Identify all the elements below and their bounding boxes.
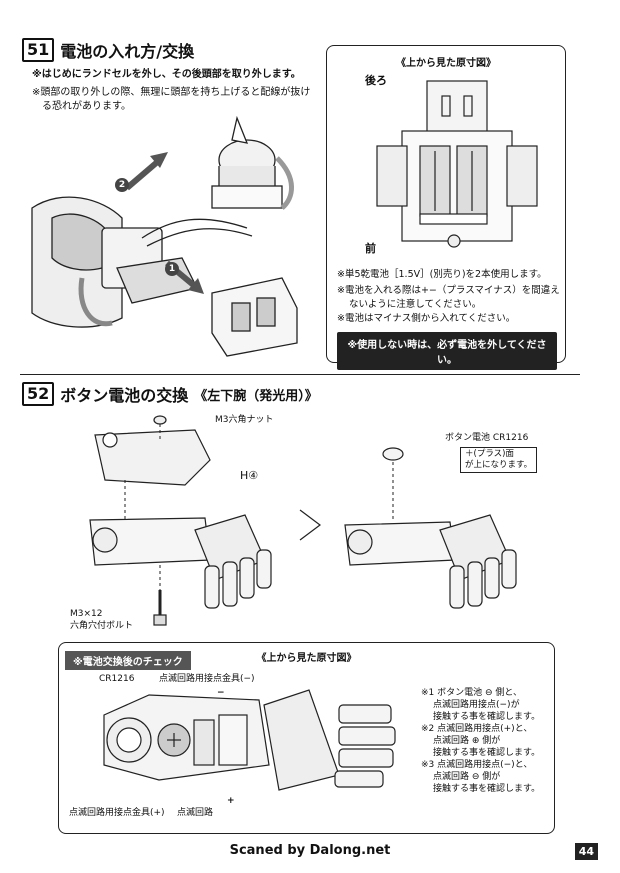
step-51-note-2: ※頭部の取り外しの際、無理に頭部を持ち上げると配線が抜け (32, 87, 311, 98)
box-note-4: ※電池はマイナス側から入れてください。 (337, 313, 516, 324)
box-note-3: ないように注意してください。 (349, 299, 482, 310)
step-subtitle: 《左下腕（発光用）》 (194, 388, 318, 404)
step-51-note-3: る恐れがあります。 (42, 101, 131, 112)
step-title: 電池の入れ方/交換 (60, 42, 195, 61)
bolt-size-label: M3×12 (70, 609, 103, 619)
battery-insertion-illustration (299, 447, 517, 609)
box-note-2: ※電池を入れる際は+−（プラスマイナス）を間違え (337, 285, 560, 296)
step-number: 51 (22, 38, 55, 62)
check-caption: 《上から見た原寸図》 (256, 653, 357, 664)
section-divider (20, 374, 580, 375)
part-h4-label: H④ (240, 469, 259, 482)
arm-top-view-diagram (103, 689, 396, 791)
plus-contact-label: 点滅回路用接点金具(+) (69, 808, 165, 818)
step-51-note-1: ※はじめにランドセルを外し、その後頭部を取り外します。 (32, 69, 301, 80)
battery-top-view-box: 《上から見た原寸図》 後ろ 前 ※単5乾電池［1.5V］(別売り)を2本使用しま… (326, 45, 566, 370)
m3-nut-label: M3六角ナット (215, 415, 274, 425)
arm-exploded-illustration (89, 415, 272, 626)
step-52-header: 52 ボタン電池の交換 《左下腕（発光用）》 (22, 382, 318, 406)
box-note-1: ※単5乾電池［1.5V］(別売り)を2本使用します。 (337, 269, 547, 280)
warning-banner: ※使用しない時は、必ず電池を外してください。 (337, 332, 557, 370)
cr1216-label: CR1216 (99, 674, 135, 684)
footer-credit: Scaned by Dalong.net (229, 843, 391, 858)
step-51-header: 51 電池の入れ方/交換 (22, 38, 194, 62)
bolt-type-label: 六角穴付ボルト (70, 621, 134, 631)
box-caption: 《上から見た原寸図》 (396, 58, 496, 69)
step-title: ボタン電池の交換 (60, 386, 189, 405)
robot-head-removal-illustration (31, 115, 298, 357)
minus-symbol: − (217, 688, 225, 698)
step-number: 52 (22, 382, 55, 406)
arrow-step-2-label: 2 (115, 178, 129, 192)
circuit-label: 点滅回路 (177, 808, 214, 818)
battery-orientation-note: ＋(プラス)面 が上になります。 (460, 447, 538, 473)
button-battery-label: ボタン電池 CR1216 (445, 433, 529, 443)
front-label: 前 (365, 242, 376, 255)
battery-check-box: ※電池交換後のチェック 《上から見た原寸図》 CR1216 点滅回路用接点金具(… (58, 642, 555, 834)
page-number: 44 (574, 843, 598, 860)
minus-contact-label: 点滅回路用接点金具(−) (159, 674, 255, 684)
back-label: 後ろ (365, 74, 387, 87)
check-notes: ※1 ボタン電池 ⊖ 側と、 点滅回路用接点(−)が 接触する事を確認します。 … (421, 688, 541, 794)
arrow-step-1-label: 1 (165, 262, 179, 276)
battery-compartment-diagram (376, 80, 538, 248)
check-tag: ※電池交換後のチェック (65, 651, 191, 670)
plus-symbol: + (227, 796, 235, 806)
